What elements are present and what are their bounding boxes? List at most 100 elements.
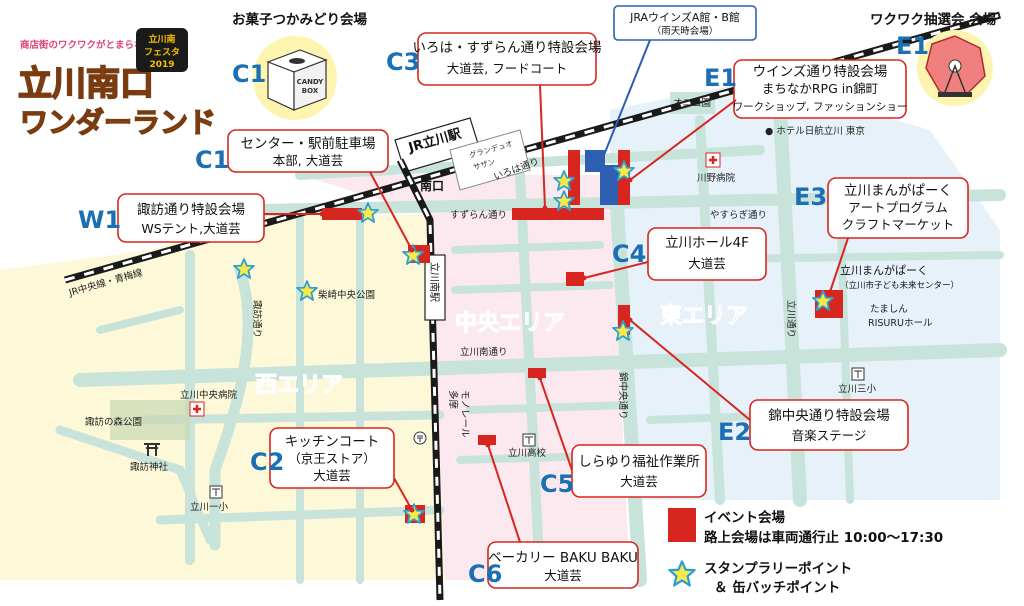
c5-line2: 大道芸 [620, 474, 658, 489]
callout-c4 [647, 227, 767, 281]
e2-line2: 音楽ステージ [792, 428, 867, 443]
tamashin-label2: RISURUホール [868, 318, 933, 329]
c2-line3: 大道芸 [313, 468, 351, 483]
e3-code: E3 [794, 183, 827, 211]
c4-code: C4 [612, 240, 646, 268]
chuo-hospital-label: 立川中央病院 [180, 389, 238, 401]
c4-line2: 大道芸 [688, 256, 726, 271]
badge-line3: 2019 [149, 60, 174, 70]
c2-code: C2 [250, 448, 284, 476]
callout-c6 [487, 541, 639, 589]
road-network [55, 103, 1007, 587]
suwa-forest-park [110, 400, 190, 440]
c3-line2: 大道芸, フードコート [447, 61, 567, 76]
e1-lottery-code: E1 [896, 32, 929, 60]
c6-line2: 大道芸 [544, 568, 582, 583]
callout-dots [319, 177, 833, 513]
logo-title-line2: ワンダーランド [20, 106, 216, 139]
candy-box-text1: CANDY [297, 78, 325, 86]
badge-line2: フェスタ [144, 46, 180, 58]
callout-c2 [269, 427, 395, 489]
hospital-icon-kawano [705, 152, 721, 168]
e3-line3: クラフトマーケット [842, 217, 955, 232]
yasuragi-street-label: やすらぎ通り [710, 209, 767, 221]
jra-pointer [599, 39, 651, 166]
tachikawa-hs-label: 立川高校 [508, 447, 547, 459]
logo-title-line1: 立川南口 [18, 64, 154, 104]
shrine-icon [144, 443, 160, 456]
sansho-label: 立川三小 [838, 383, 877, 395]
manga-park-sublabel: （立川市子ども未来センター） [840, 280, 959, 291]
c1-parking-code: C1 [195, 146, 229, 174]
e1-line3: ワークショップ, ファッションショー [733, 101, 908, 113]
c3-code: C3 [386, 48, 420, 76]
school-icon-isshou [209, 485, 223, 499]
tagline: 商店街のワクワクがとまらない！ [20, 39, 163, 51]
tamashin-label1: たましん [870, 304, 908, 315]
e3-line1: 立川まんがぱーく [844, 183, 952, 199]
oni-park-label: オニ公園 [673, 98, 711, 109]
callout-c5 [571, 444, 707, 498]
post-office-icon [413, 431, 427, 445]
west-area-label: 西エリア [255, 373, 343, 398]
east-area-label: 東エリア [660, 304, 748, 329]
legend-venue-line2: 路上会場は車両通行止 10:00〜17:30 [704, 529, 943, 546]
w1-line2: WSテント,大道芸 [141, 221, 240, 236]
e1-code: E1 [704, 64, 737, 92]
hotel-label: ● ホテル日航立川 東京 [765, 125, 865, 137]
grandeo-building [449, 129, 531, 191]
c2-line1: キッチンコート [285, 434, 380, 450]
legend-venue-line1: イベント会場 [704, 509, 785, 526]
festa-badge: 立川南 フェスタ 2019 [136, 28, 188, 72]
school-icon-sansho [851, 367, 865, 381]
shibasaki-park-label: 柴崎中央公園 [318, 289, 375, 301]
c1-snack-title: お菓子つかみどり会場 [232, 11, 367, 28]
c2-line2: （京王ストア） [288, 451, 376, 466]
jra-building-b [600, 165, 618, 205]
badge-line1: 立川南 [148, 33, 175, 45]
callout-e1 [733, 59, 907, 119]
suzuran-street-label: すずらん通り [450, 210, 507, 221]
hospital-icon-chuo [189, 401, 205, 417]
monorail-station-label: 立川南駅 [428, 262, 441, 302]
kawano-hospital-label: 川野病院 [697, 172, 736, 184]
south-exit-label: 南口 [420, 178, 444, 193]
monorail-label2: モノレール [459, 390, 470, 438]
e2-code: E2 [718, 418, 751, 446]
jra-line2: （雨天時会場） [652, 25, 719, 37]
legend-star-icon [668, 560, 696, 587]
w1-line1: 諏訪通り特設会場 [137, 202, 245, 218]
central-area-label: 中央エリア [455, 310, 565, 336]
suwa-street-label: 諏訪通り [251, 300, 263, 338]
c1-parking-line2: 本部, 大道芸 [273, 153, 343, 168]
nishiki-street-label: 錦中央通り [617, 372, 629, 420]
e3-line2: アートプログラム [848, 200, 948, 215]
c6-code: C6 [468, 560, 502, 588]
e1-line2: まちなかRPG in錦町 [762, 81, 878, 96]
tachikawa-street-label: 立川通り [785, 300, 797, 338]
legend-venue-swatch [668, 508, 696, 542]
candy-box-text2: BOX [302, 87, 319, 95]
legend-stamp-line1: スタンプラリーポイント [704, 560, 852, 577]
jra-line1: JRAウインズA館・B館 [629, 10, 740, 24]
school-icon-hs [522, 433, 536, 447]
candy-box-illustration [253, 36, 337, 120]
c1-snack-code: C1 [232, 60, 266, 88]
c4-line1: 立川ホール4F [665, 235, 749, 251]
e2-line1: 錦中央通り特設会場 [768, 407, 890, 424]
isshou-label: 立川一小 [190, 501, 229, 513]
monorail-label1: 多摩 [447, 390, 459, 410]
c5-line1: しらゆり福祉作業所 [578, 454, 700, 470]
central-area-zone [300, 175, 630, 580]
callout-w1 [117, 193, 265, 243]
e1-lottery-title: ワクワク抽選会 会場 [870, 11, 997, 28]
callout-jra [613, 5, 757, 41]
callout-leaders [264, 84, 849, 543]
callout-e2 [749, 399, 909, 451]
suwa-forest-label: 諏訪の森公園 [85, 416, 142, 428]
callout-c3 [417, 32, 597, 86]
callout-e3 [827, 177, 969, 239]
tachikawa-minami-street-label: 立川南通り [460, 346, 508, 358]
